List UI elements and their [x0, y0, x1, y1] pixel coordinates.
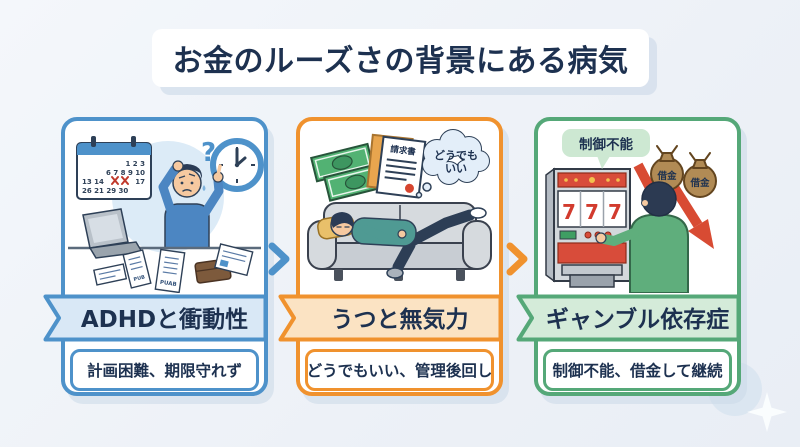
adhd-illustration: 1 2 3 6 7 8 9 10 13 14 17 26 21 29 30 ? — [68, 136, 264, 293]
panel-depression: 請求書 どうでも いい — [278, 117, 503, 396]
svg-text:7: 7 — [562, 200, 576, 224]
invoice-document: 請求書 — [375, 135, 427, 199]
panel-title: ギャンブル依存症 — [545, 307, 730, 333]
svg-text:7: 7 — [585, 200, 599, 224]
panel-caption: 制御不能、借金して継続 — [543, 349, 732, 391]
depression-illustration: 請求書 どうでも いい — [307, 129, 492, 281]
scattered-papers: PUB PUAB — [93, 243, 254, 293]
svg-text:17: 17 — [135, 178, 145, 186]
crossed-dates — [111, 176, 129, 185]
svg-text:7: 7 — [608, 200, 622, 224]
panel-title-ribbon: ギャンブル依存症 — [516, 294, 741, 342]
title-card: お金のルーズさの背景にある病気 — [152, 29, 649, 87]
svg-text:借金: 借金 — [656, 170, 677, 182]
svg-text:制御不能: 制御不能 — [579, 136, 633, 153]
stressed-person — [158, 160, 224, 249]
svg-text:26 21 29 30: 26 21 29 30 — [82, 187, 128, 195]
clock-icon — [210, 138, 264, 192]
svg-text:いい: いい — [445, 162, 467, 175]
svg-text:6 7 8 9 10: 6 7 8 9 10 — [106, 169, 145, 177]
out-of-control-bubble: 制御不能 — [562, 129, 650, 169]
lying-person — [330, 207, 487, 279]
debt-bag-icon: 借金 — [683, 152, 717, 198]
svg-text:PUB: PUB — [133, 274, 146, 283]
svg-text:請求書: 請求書 — [390, 144, 417, 158]
slot-machine-icon: 7 7 7 — [545, 167, 631, 288]
chevron-right-icon — [506, 242, 528, 276]
svg-text:13 14: 13 14 — [82, 178, 104, 186]
panel-caption: どうでもいい、管理後回し — [305, 349, 494, 391]
svg-text:借金: 借金 — [689, 177, 710, 189]
panel-title: ADHDと衝動性 — [80, 307, 249, 333]
gambler-person — [595, 181, 689, 293]
svg-text:どうでも: どうでも — [434, 149, 478, 162]
panel-title-ribbon: うつと無気力 — [278, 294, 503, 342]
svg-text:PUAB: PUAB — [159, 280, 176, 288]
chevron-right-icon — [268, 242, 290, 276]
svg-text:1 2 3: 1 2 3 — [126, 160, 146, 168]
page-title: お金のルーズさの背景にある病気 — [172, 44, 629, 79]
panel-title: うつと無気力 — [330, 307, 469, 333]
thought-bubble: どうでも いい — [415, 129, 490, 199]
gambling-illustration: 7 7 7 借金 借金 — [545, 129, 717, 293]
question-mark: ? — [201, 138, 216, 168]
laptop-icon — [82, 208, 144, 259]
panel-title-ribbon: ADHDと衝動性 — [43, 294, 268, 342]
calendar-icon: 1 2 3 6 7 8 9 10 13 14 17 26 21 29 30 — [76, 136, 152, 200]
panel-caption: 計画困難、期限守れず — [70, 349, 259, 391]
panel-adhd: 1 2 3 6 7 8 9 10 13 14 17 26 21 29 30 ? — [43, 117, 268, 396]
panel-gambling: 7 7 7 借金 借金 — [516, 117, 741, 396]
